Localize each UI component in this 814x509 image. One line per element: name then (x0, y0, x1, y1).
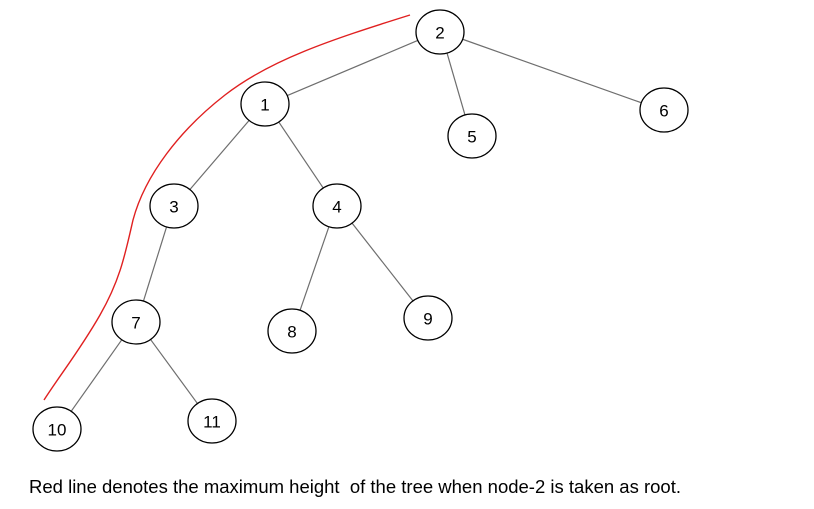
node-circle (149, 183, 199, 229)
node-circle (447, 113, 497, 159)
tree-node-9: 9 (403, 295, 453, 341)
tree-node-11: 11 (187, 398, 237, 444)
tree-node-6: 6 (639, 87, 689, 133)
tree-node-8: 8 (267, 308, 317, 354)
tree-node-1: 1 (240, 81, 290, 127)
node-circle (312, 183, 362, 229)
node-label: 8 (287, 323, 296, 342)
tree-node-4: 4 (312, 183, 362, 229)
edge-2-5 (446, 51, 466, 117)
node-label: 10 (48, 421, 67, 440)
node-circle (403, 295, 453, 341)
tree-node-3: 3 (149, 183, 199, 229)
edge-1-4 (277, 120, 325, 190)
node-label: 9 (423, 310, 432, 329)
edge-4-8 (299, 225, 330, 312)
node-label: 6 (659, 102, 668, 121)
edge-1-3 (188, 119, 251, 191)
edge-4-9 (350, 221, 415, 303)
node-label: 7 (131, 314, 140, 333)
node-label: 5 (467, 128, 476, 147)
node-label: 4 (332, 198, 341, 217)
node-label: 1 (260, 96, 269, 115)
edge-3-7 (142, 225, 168, 303)
max-height-path (43, 14, 411, 401)
edge-7-10 (70, 338, 123, 413)
edge-7-11 (149, 338, 199, 405)
caption: Red line denotes the maximum height of t… (29, 476, 681, 497)
node-circle (111, 299, 161, 345)
edge-2-6 (461, 38, 643, 104)
node-label: 3 (169, 198, 178, 217)
edges-layer (70, 38, 643, 413)
node-circle (187, 398, 237, 444)
node-circle (240, 81, 290, 127)
tree-node-10: 10 (32, 406, 82, 452)
node-circle (32, 406, 82, 452)
tree-node-5: 5 (447, 113, 497, 159)
node-circle (267, 308, 317, 354)
node-circle (415, 9, 465, 55)
tree-node-2: 2 (415, 9, 465, 55)
tree-node-7: 7 (111, 299, 161, 345)
nodes-layer: 2 1 5 6 3 4 7 8 9 10 11 (32, 9, 689, 452)
edge-2-1 (285, 39, 420, 97)
node-circle (639, 87, 689, 133)
node-label: 11 (203, 413, 221, 432)
node-label: 2 (435, 24, 444, 43)
